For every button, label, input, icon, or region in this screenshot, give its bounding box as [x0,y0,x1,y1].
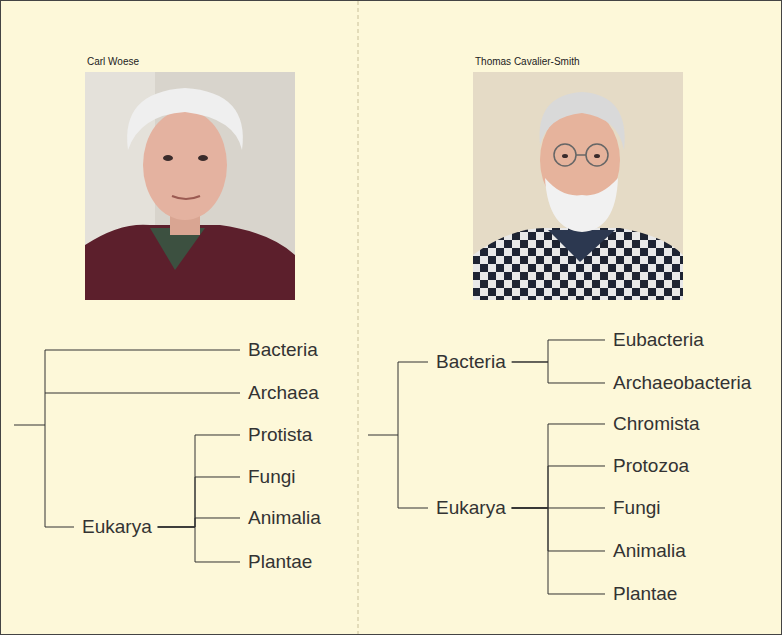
root-line [398,362,399,508]
sweater [85,225,295,300]
taxon-name: Protozoa [613,455,689,478]
glasses [554,144,576,166]
portrait-photo [85,72,295,300]
taxon-label: Archaeobacteria [609,371,755,396]
taxon-name: Fungi [248,466,296,489]
taxon-name: Plantae [613,583,677,606]
tree-root [14,350,428,527]
taxon-name: Bacteria [436,351,506,374]
glasses [576,154,586,156]
collar [548,230,615,262]
taxon-label: Eukarya [78,515,156,540]
portrait-photo [473,72,683,300]
tree-branch [158,518,240,527]
root-line [45,350,46,527]
taxon-name: Eubacteria [613,329,704,352]
taxon-label: Protozoa [609,454,693,479]
eye [163,155,173,161]
photo-backdrop [85,72,295,300]
portrait-name: Carl Woese [87,56,139,68]
taxon-label: Archaea [244,381,323,406]
tree-branch [512,508,605,594]
taxon-label: Bacteria [432,350,510,375]
eye [562,154,568,158]
tree-branch [158,527,240,562]
eye [594,154,600,158]
hair [127,88,243,150]
taxon-label: Fungi [609,496,665,521]
taxon-name: Plantae [248,551,312,574]
tree-branch [512,340,605,362]
root-line [398,508,428,509]
taxon-label: Plantae [609,582,681,607]
taxon-label: Eubacteria [609,328,708,353]
taxon-name: Animalia [613,540,686,563]
divider-line [358,1,359,634]
beard [545,178,618,232]
tree-branch [512,424,605,508]
portrait-name: Thomas Cavalier-Smith [475,56,579,68]
tree-branch [512,466,605,508]
taxon-name: Fungi [613,497,661,520]
photo-backdrop [473,72,683,300]
taxon-label: Animalia [609,539,690,564]
taxon-label: Eukarya [432,496,510,521]
taxon-label: Protista [244,423,316,448]
root-line [45,350,240,351]
eye [198,155,208,161]
root-line [45,527,74,528]
taxon-label: Fungi [244,465,300,490]
taxon-name: Eukarya [82,516,152,539]
tree-branch [512,508,605,551]
taxon-name: Archaeobacteria [613,372,751,395]
taxon-name: Chromista [613,413,700,436]
taxon-name: Eukarya [436,497,506,520]
glasses [586,144,608,166]
tree-branch [158,435,240,527]
taxon-name: Animalia [248,507,321,530]
taxon-name: Bacteria [248,339,318,362]
taxon-name: Protista [248,424,312,447]
hair [540,92,625,150]
root-line [368,435,398,436]
sweater [473,228,683,300]
taxon-label: Bacteria [244,338,322,363]
mouth [172,196,200,199]
taxon-label: Chromista [609,412,704,437]
face [143,110,227,220]
tree-branch [512,362,605,383]
taxon-name: Archaea [248,382,319,405]
root-line [45,393,240,394]
tree-branch [158,477,240,527]
root-line [398,362,428,363]
taxon-label: Animalia [244,506,325,531]
root-line [14,425,45,426]
taxon-label: Plantae [244,550,316,575]
